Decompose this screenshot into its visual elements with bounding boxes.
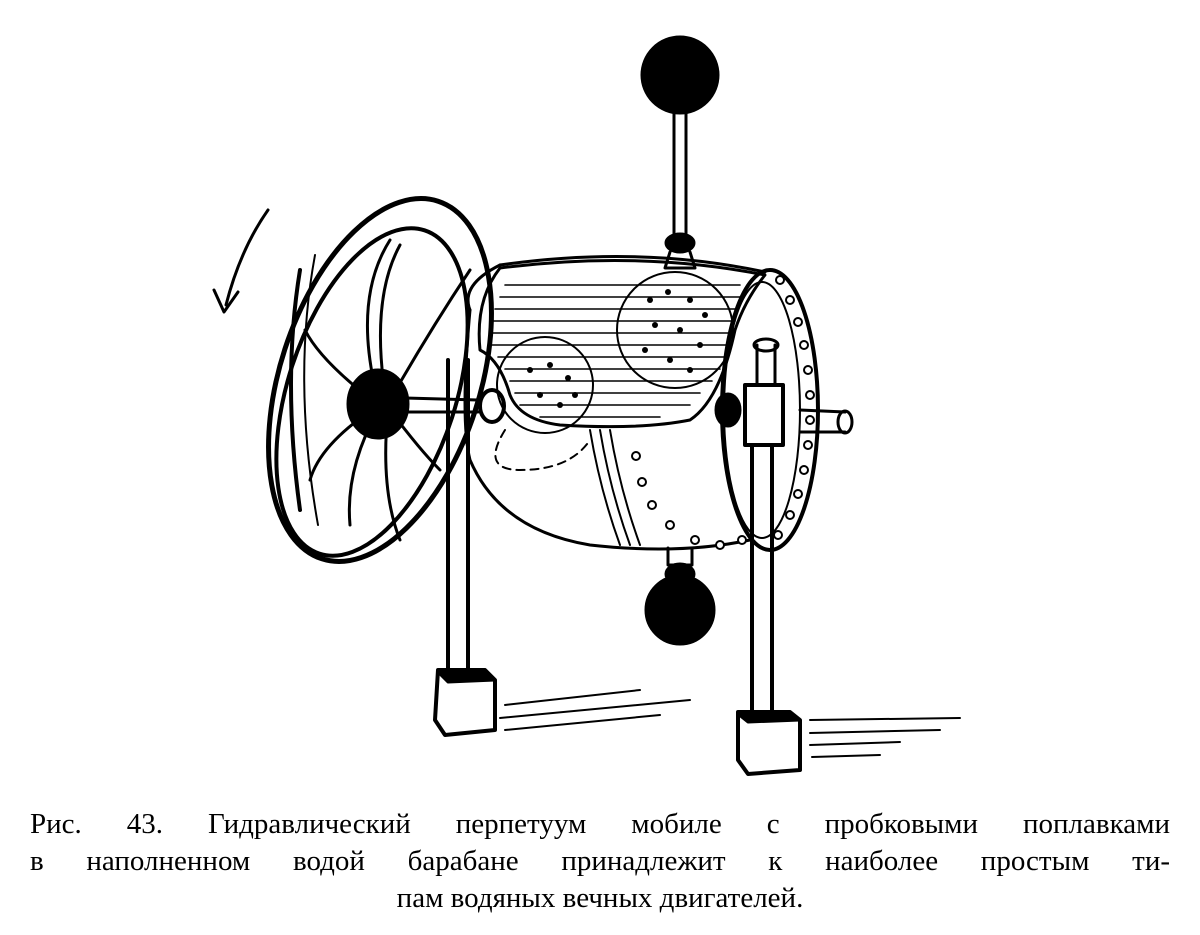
support-post-right: [736, 443, 802, 776]
perpetual-motion-drum-illustration: [212, 35, 961, 776]
caption-line: Рис. 43. Гидравлический перпетуум мобиле…: [30, 808, 1170, 840]
caption-line: в наполненном водой барабане принадлежит…: [30, 845, 1170, 877]
top-weight: [640, 35, 720, 270]
bottom-weight: [644, 546, 716, 646]
ground-shadow-lines: [499, 689, 961, 758]
water-drum: [463, 254, 820, 552]
caption-line: пам водяных вечных двигателей.: [396, 882, 804, 914]
axle-right: [714, 337, 854, 447]
rotation-arrow-icon: [212, 208, 270, 314]
figure-caption: Рис. 43. Гидравлический перпетуум мобиле…: [30, 806, 1170, 917]
support-post-left: [433, 358, 497, 737]
flywheel: [266, 196, 494, 564]
